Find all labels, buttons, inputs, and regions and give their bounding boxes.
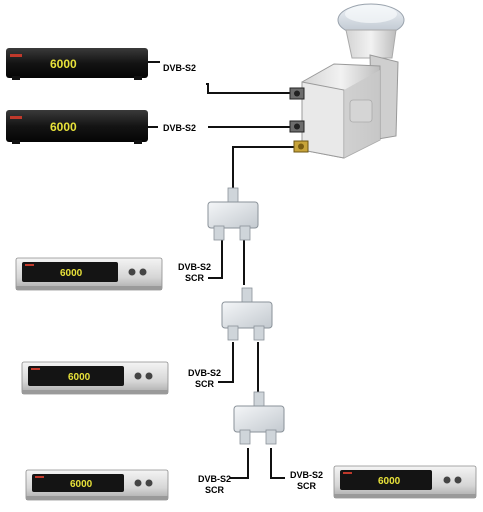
receiver-4: 6000 DVB-S2 SCR [21, 361, 221, 395]
receiver-icon: 6000 [21, 361, 169, 395]
splitter-icon [207, 187, 259, 241]
cable-splitter3-r6 [270, 448, 285, 479]
cable-splitter3-r5 [230, 448, 249, 479]
receiver-icon: 6000 [15, 257, 163, 291]
output-label: DVB-S2 [163, 123, 196, 133]
cable-splitter2-r4 [218, 342, 234, 383]
cable-r1-lnb [148, 61, 292, 94]
receiver-display: 6000 [378, 476, 401, 487]
lnb-output-2 [289, 120, 305, 133]
output-label-line2: SCR [297, 481, 317, 491]
receiver-icon: 6000 [25, 469, 169, 501]
receiver-display: 6000 [68, 372, 91, 383]
output-label-line1: DVB-S2 [188, 368, 221, 378]
output-label-line2: SCR [185, 273, 205, 283]
cable-lnb-splitter1 [232, 146, 301, 190]
lnb-output-1 [289, 87, 305, 100]
receiver-6: 6000 DVB-S2 SCR [290, 465, 477, 499]
receiver-5: 6000 DVB-S2 SCR [25, 469, 231, 501]
output-label-line1: DVB-S2 [198, 474, 231, 484]
receiver-icon: 6000 [333, 465, 477, 499]
receiver-display: 6000 [50, 120, 77, 134]
receiver-display: 6000 [50, 57, 77, 71]
splitter-icon [221, 287, 273, 341]
receiver-2: 6000 DVB-S2 [6, 110, 196, 144]
receiver-icon: 6000 [6, 110, 148, 144]
output-label-line2: SCR [205, 485, 225, 495]
receiver-display: 6000 [60, 268, 83, 279]
output-label-line2: SCR [195, 379, 215, 389]
satellite-lnb-icon [289, 3, 405, 159]
splitter-icon [233, 391, 285, 445]
cable-splitter1-r3 [208, 238, 223, 279]
output-label: DVB-S2 [163, 63, 196, 73]
receiver-1: 6000 DVB-S2 [6, 48, 196, 80]
output-label-line1: DVB-S2 [290, 470, 323, 480]
receiver-display: 6000 [70, 479, 93, 490]
receiver-3: 6000 DVB-S2 SCR [15, 257, 211, 291]
output-label-line1: DVB-S2 [178, 262, 211, 272]
lnb-output-scr [293, 140, 309, 153]
cables [148, 61, 301, 479]
receiver-icon: 6000 [6, 48, 148, 80]
